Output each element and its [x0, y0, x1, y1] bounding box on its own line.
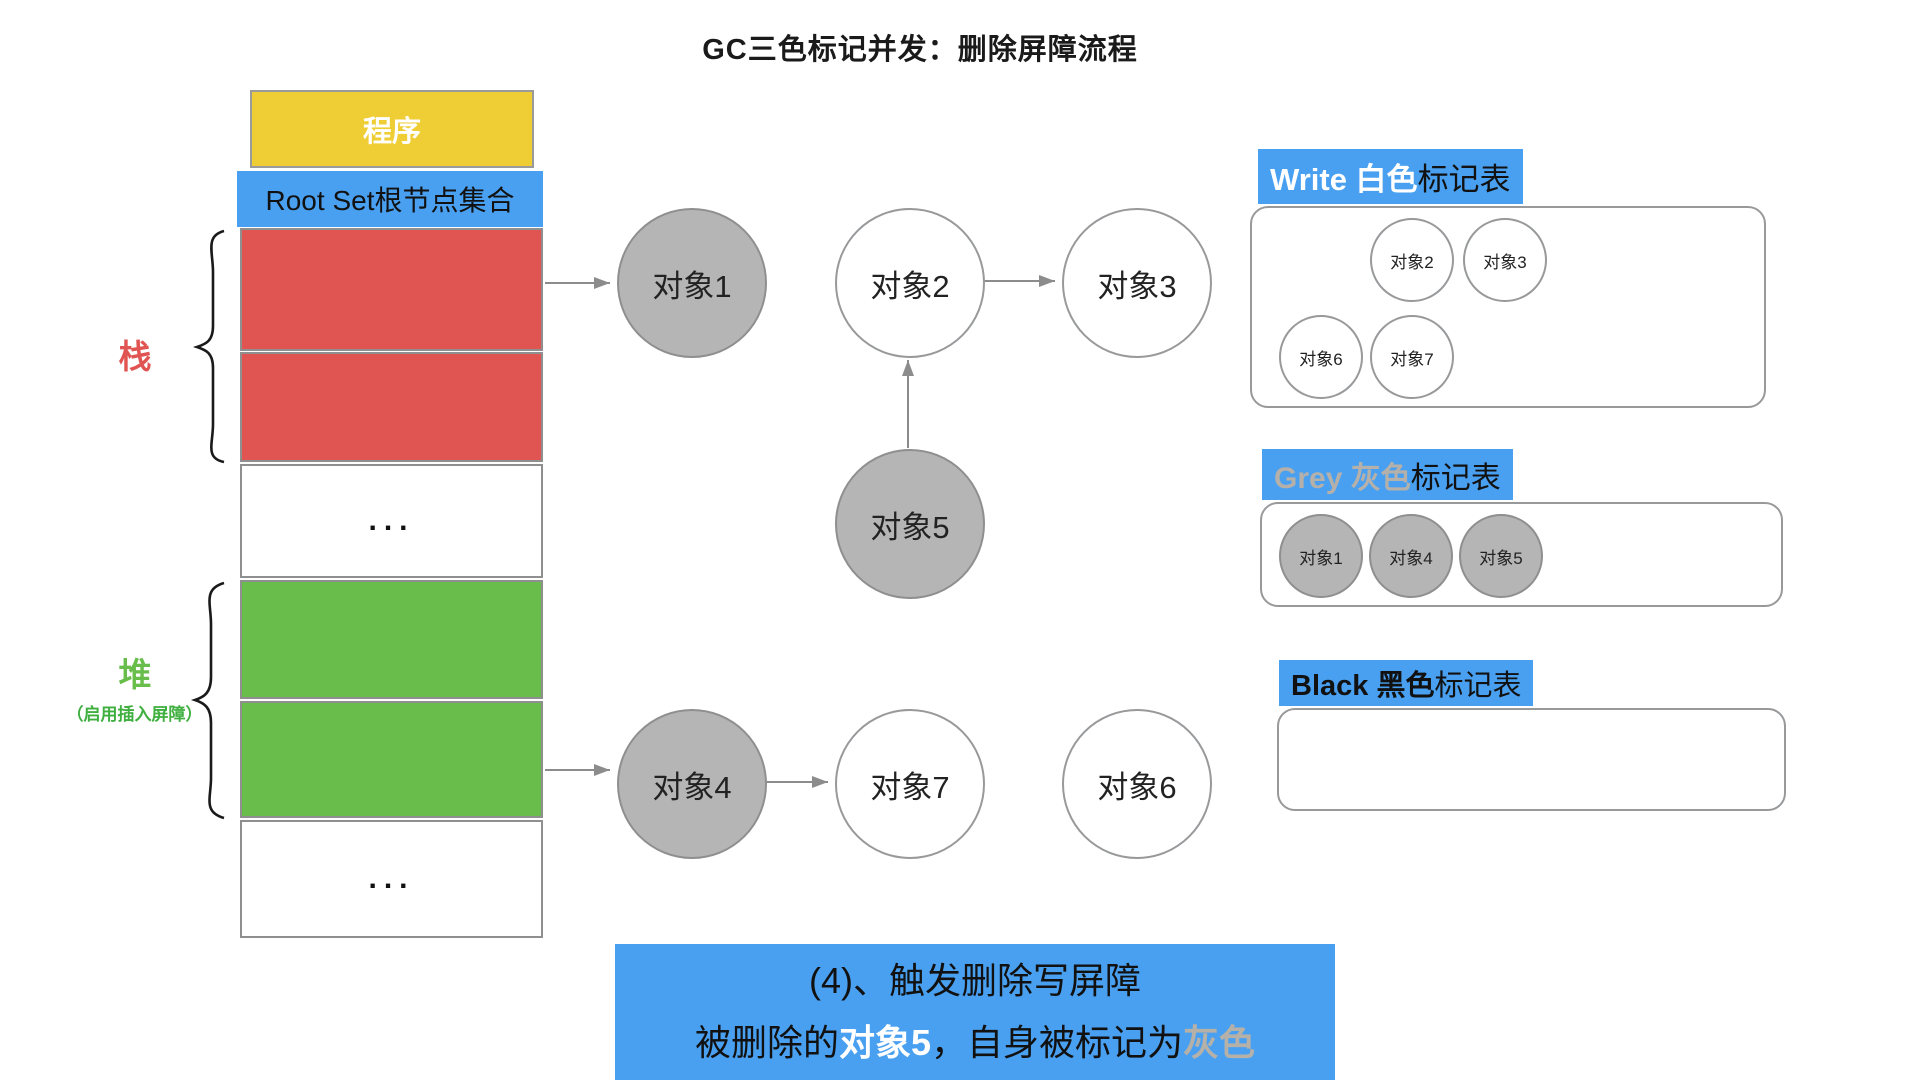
- heap-insert-barrier-note: （启用插入屏障）: [66, 705, 203, 724]
- memory-ellipsis-1: ...: [240, 464, 543, 578]
- white-table-title-rest: 标记表: [1417, 162, 1511, 197]
- white-table-item-obj7: 对象7: [1370, 315, 1454, 399]
- white-table-item-obj6: 对象6: [1279, 315, 1363, 399]
- heap-cell-1: [240, 580, 543, 699]
- graph-node-obj7: 对象7: [835, 709, 985, 859]
- white-table-body: 对象2 对象3 对象6 对象7: [1250, 206, 1766, 408]
- step-annotation: (4)、触发删除写屏障 被删除的对象5，自身被标记为灰色: [615, 944, 1335, 1080]
- grey-table-item-obj5: 对象5: [1459, 514, 1543, 598]
- grey-table-title-accent: Grey 灰色: [1274, 461, 1411, 495]
- heap-label: 堆: [118, 656, 152, 693]
- memory-ellipsis-2: ...: [240, 820, 543, 938]
- white-table-header: Write 白色标记表: [1258, 149, 1523, 204]
- black-table-title-rest: 标记表: [1434, 670, 1522, 702]
- root-set-box: Root Set根节点集合: [237, 171, 543, 227]
- graph-node-obj2: 对象2: [835, 208, 985, 358]
- stack-cell-2: [240, 352, 543, 462]
- grey-table-item-obj4: 对象4: [1369, 514, 1453, 598]
- page-title: GC三色标记并发：删除屏障流程: [702, 34, 1138, 66]
- white-table-title-accent: Write 白色: [1270, 162, 1418, 197]
- graph-node-obj4: 对象4: [617, 709, 767, 859]
- graph-node-obj1: 对象1: [617, 208, 767, 358]
- heap-cell-2: [240, 701, 543, 818]
- grey-table-item-obj1: 对象1: [1279, 514, 1363, 598]
- black-table-header: Black 黑色标记表: [1279, 660, 1534, 706]
- grey-table-header: Grey 灰色标记表: [1262, 449, 1513, 500]
- stack-brace: [192, 229, 225, 464]
- annotation-line2-part3: ，自身被标记为: [931, 1022, 1184, 1063]
- annotation-line2-obj5: 对象5: [838, 1022, 931, 1063]
- annotation-line2: 被删除的对象5，自身被标记为灰色: [615, 1012, 1335, 1074]
- graph-node-obj3: 对象3: [1062, 208, 1212, 358]
- annotation-line2-part1: 被删除的: [694, 1022, 839, 1063]
- graph-node-obj6: 对象6: [1062, 709, 1212, 859]
- annotation-line1: (4)、触发删除写屏障: [809, 960, 1141, 1001]
- graph-node-obj5: 对象5: [835, 449, 985, 599]
- annotation-line2-grey: 灰色: [1183, 1022, 1256, 1063]
- white-table-item-obj3: 对象3: [1463, 218, 1547, 302]
- grey-table-body: 对象1 对象4 对象5: [1260, 502, 1783, 607]
- grey-table-title-rest: 标记表: [1410, 461, 1501, 495]
- black-table-title-accent: Black 黑色: [1291, 670, 1435, 702]
- stack-label: 栈: [118, 338, 152, 375]
- white-table-item-obj2: 对象2: [1370, 218, 1454, 302]
- black-table-body: [1277, 708, 1786, 811]
- stack-cell-1: [240, 228, 543, 351]
- program-box: 程序: [250, 90, 534, 168]
